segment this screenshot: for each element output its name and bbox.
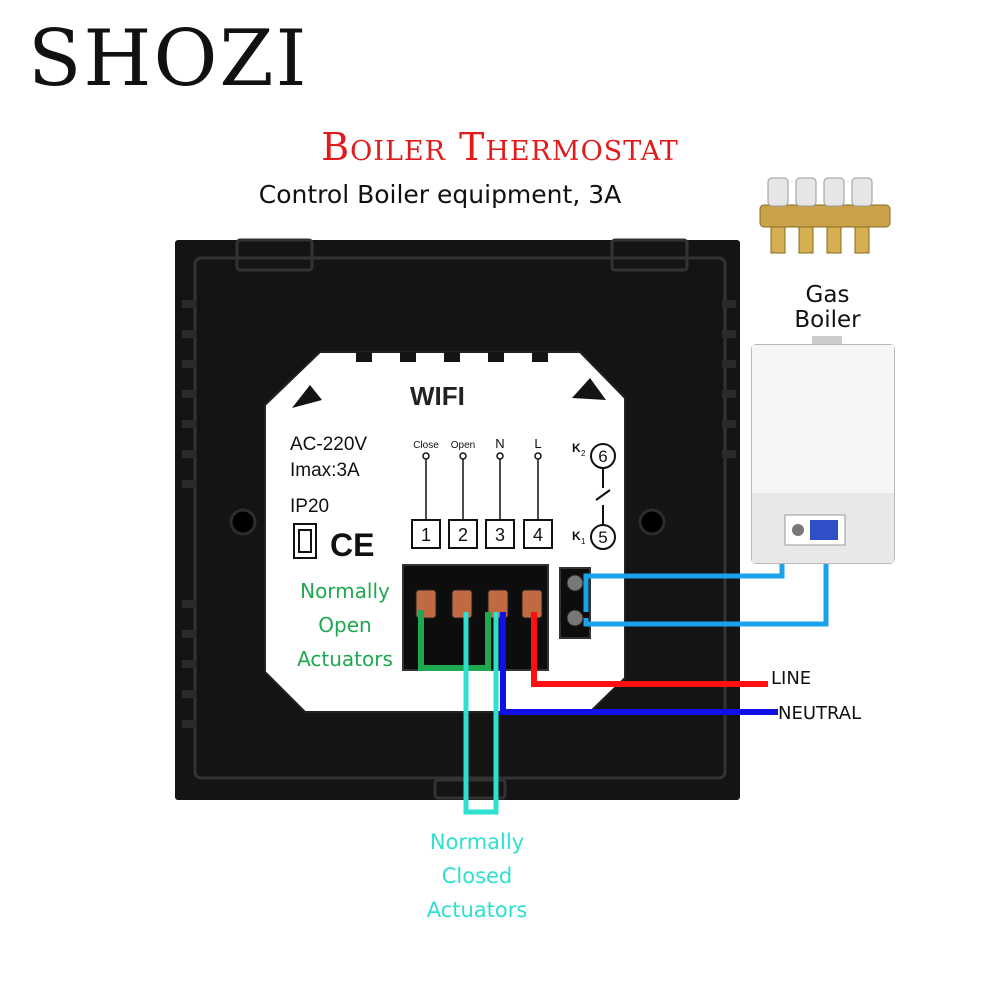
corner-mark-right <box>572 378 606 400</box>
gas-boiler-label-line1: Gas <box>805 282 850 308</box>
relay-terminal-screws <box>566 574 584 627</box>
terminal-label-open: Open <box>451 440 475 451</box>
terminal-number-4: 4 <box>533 525 543 545</box>
line-wire <box>531 612 768 687</box>
normally-open-line1: Normally <box>300 579 390 603</box>
terminal-number-2: 2 <box>458 525 468 545</box>
corner-mark-left <box>292 385 322 408</box>
label-top-notches <box>356 352 548 362</box>
normally-closed-line2: Closed <box>441 864 513 888</box>
ce-mark: CE <box>330 527 374 563</box>
boiler-wire-upper <box>583 562 785 612</box>
terminal-number-boxes <box>411 519 553 549</box>
normally-closed-line3: Actuators <box>426 898 528 922</box>
terminal-leads <box>422 452 542 520</box>
terminal-top-labels: Close Open N L <box>413 436 541 451</box>
normally-closed-wire <box>463 612 499 815</box>
ip-rating-label: IP20 <box>290 496 329 517</box>
gas-boiler-label-line2: Boiler <box>794 307 861 333</box>
relay-symbol <box>590 443 616 550</box>
terminal-label-n: N <box>495 436 504 451</box>
relay-k1-number: 5 <box>598 528 607 547</box>
normally-open-line2: Open <box>318 613 372 637</box>
relay-k1-sub: 1 <box>581 537 586 546</box>
normally-closed-actuators-label: Normally Closed Actuators <box>392 825 562 927</box>
terminal-numbers: 1 2 3 4 <box>421 525 543 545</box>
brand-logo: SHOZI <box>28 14 309 104</box>
page-subtitle: Control Boiler equipment, 3A <box>258 180 622 209</box>
terminal-number-1: 1 <box>421 525 431 545</box>
normally-closed-line1: Normally <box>429 830 525 854</box>
gas-boiler-icon <box>751 336 895 564</box>
wifi-label: WIFI <box>410 381 465 411</box>
terminal-label-l: L <box>534 436 541 451</box>
panel-vents <box>182 300 736 728</box>
boiler-wire-lower <box>583 562 829 627</box>
neutral-wire <box>500 612 778 715</box>
gas-boiler-label: Gas Boiler <box>760 283 895 333</box>
panel-clips <box>193 238 727 800</box>
normally-open-wire <box>418 610 491 671</box>
neutral-label: NEUTRAL <box>778 703 862 724</box>
relay-k2-number: 6 <box>598 447 607 466</box>
voltage-label: AC-220V <box>290 434 367 455</box>
relay-k2-sub: 2 <box>581 449 586 458</box>
normally-open-actuators-label: Normally Open Actuators <box>270 574 420 676</box>
relay-k1-label: K <box>572 529 581 543</box>
relay-k2-label: K <box>572 441 581 455</box>
terminal-label-close: Close <box>413 440 439 451</box>
normally-open-line3: Actuators <box>297 647 393 671</box>
page-title: Boiler Thermostat <box>321 125 679 169</box>
manifold-icon <box>759 177 891 254</box>
imax-label: Imax:3A <box>290 460 360 481</box>
line-label: LINE <box>771 668 812 689</box>
terminal-number-3: 3 <box>495 525 505 545</box>
double-insulation-icon <box>293 523 317 559</box>
